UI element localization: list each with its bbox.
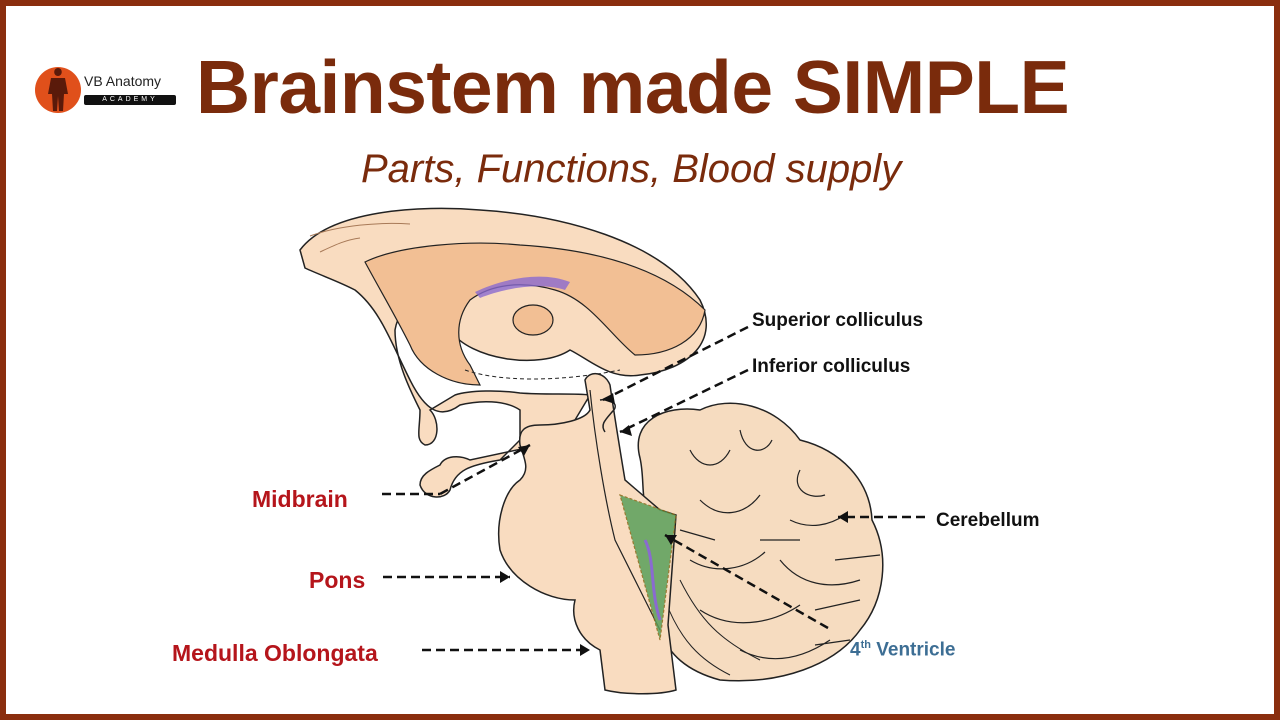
label-midbrain: Midbrain <box>252 486 348 512</box>
page-title: Brainstem made SIMPLE <box>196 45 1070 129</box>
brand-logo[interactable]: VB Anatomy ACADEMY <box>34 64 184 120</box>
cerebellum-shape <box>637 402 884 682</box>
brainstem-diagram <box>299 207 925 695</box>
ventricle-number: 4 <box>850 639 861 661</box>
label-cerebellum: Cerebellum <box>936 510 1040 531</box>
human-figure-icon <box>35 67 81 113</box>
label-pons: Pons <box>309 567 366 593</box>
ventricle-word: Ventricle <box>876 639 956 661</box>
ventricle-suffix: th <box>860 639 871 651</box>
pointer-lines <box>382 325 925 652</box>
page-subtitle: Parts, Functions, Blood supply <box>361 147 902 191</box>
brand-name: VB Anatomy <box>84 73 162 89</box>
brainstem-shape <box>498 373 677 695</box>
label-fourth-ventricle: 4th Ventricle <box>850 639 955 661</box>
pointer-arrowheads <box>500 393 848 656</box>
label-medulla-oblongata: Medulla Oblongata <box>172 640 378 666</box>
label-superior-colliculus: Superior colliculus <box>752 310 924 331</box>
label-inferior-colliculus: Inferior colliculus <box>752 356 911 377</box>
brand-subtitle: ACADEMY <box>84 95 176 105</box>
